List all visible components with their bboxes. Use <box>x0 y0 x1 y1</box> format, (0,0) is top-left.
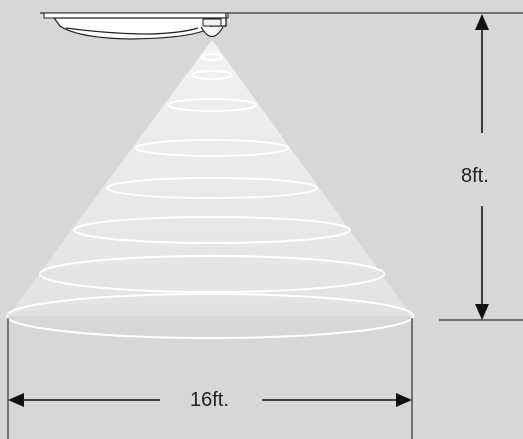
arrow-left-icon <box>8 393 24 407</box>
arrow-right-icon <box>396 393 412 407</box>
detection-ring <box>191 70 233 80</box>
height-label: 8ft. <box>461 163 489 189</box>
width-dimension <box>7 318 413 439</box>
arrow-down-icon <box>475 304 489 320</box>
ceiling-occupancy-sensor-icon <box>43 12 229 40</box>
detection-rings <box>6 53 414 339</box>
width-label: 16ft. <box>186 389 233 411</box>
detection-ring <box>73 216 351 244</box>
detection-ring <box>6 293 414 339</box>
detection-ring <box>39 255 385 293</box>
arrow-up-icon <box>475 14 489 30</box>
detection-ring <box>167 98 257 112</box>
height-dimension <box>439 14 523 321</box>
detection-ring <box>135 139 289 157</box>
detection-ring <box>106 177 318 199</box>
detection-ring <box>201 53 223 61</box>
